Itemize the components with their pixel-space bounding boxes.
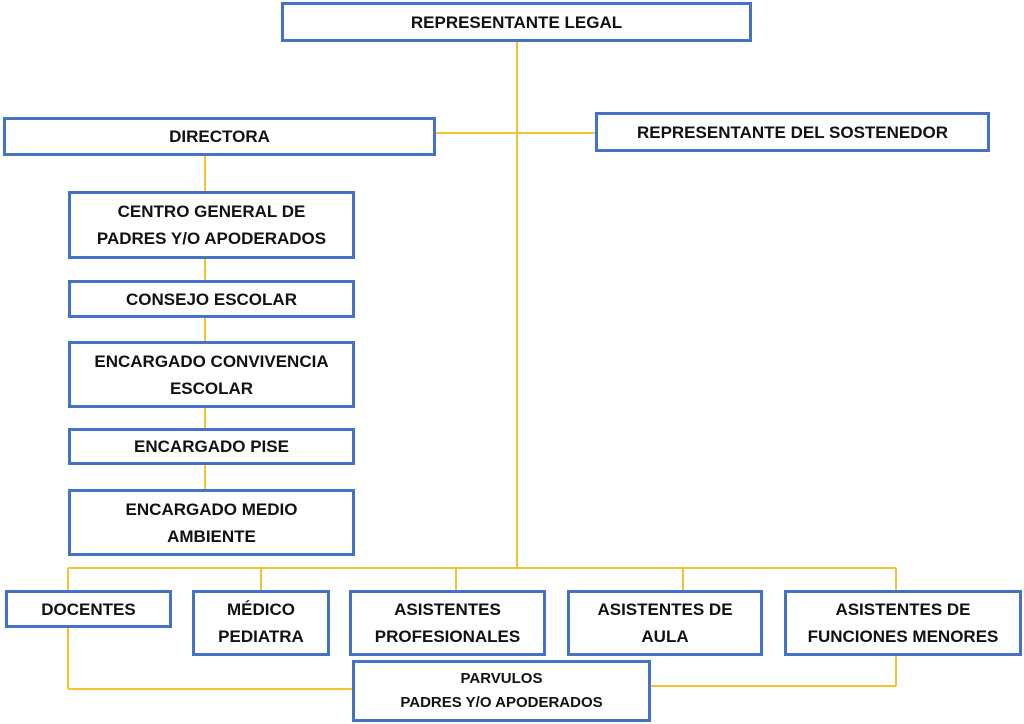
node-centro-padres: CENTRO GENERAL DE PADRES Y/O APODERADOS [68,191,355,259]
node-label: ENCARGADO MEDIO AMBIENTE [125,499,298,546]
node-label: PARVULOS PADRES Y/O APODERADOS [400,670,603,711]
node-asistentes-aula: ASISTENTES DE AULA [567,590,763,656]
node-representante-sostenedor: REPRESENTANTE DEL SOSTENEDOR [595,112,990,152]
node-consejo-escolar: CONSEJO ESCOLAR [68,280,355,318]
node-label: MÉDICO PEDIATRA [218,600,304,646]
node-asistentes-profesionales: ASISTENTES PROFESIONALES [349,590,546,656]
node-asistentes-funciones-menores: ASISTENTES DE FUNCIONES MENORES [784,590,1022,656]
node-directora: DIRECTORA [3,117,436,156]
node-label: CONSEJO ESCOLAR [126,289,297,309]
node-encargado-convivencia: ENCARGADO CONVIVENCIA ESCOLAR [68,341,355,408]
node-encargado-medio-ambiente: ENCARGADO MEDIO AMBIENTE [68,489,355,556]
node-parvulos: PARVULOS PADRES Y/O APODERADOS [352,660,651,722]
node-encargado-pise: ENCARGADO PISE [68,428,355,465]
node-label: DIRECTORA [169,127,270,146]
node-label: ENCARGADO PISE [134,437,289,456]
node-medico-pediatra: MÉDICO PEDIATRA [192,590,330,656]
node-representante-legal: REPRESENTANTE LEGAL [281,2,752,42]
node-label: ASISTENTES DE AULA [597,600,733,646]
node-label: CENTRO GENERAL DE PADRES Y/O APODERADOS [96,202,327,248]
node-label: REPRESENTANTE LEGAL [410,12,623,32]
node-docentes: DOCENTES [5,590,172,628]
node-label: REPRESENTANTE DEL SOSTENEDOR [636,122,949,142]
node-label: ASISTENTES DE FUNCIONES MENORES [807,600,999,646]
node-label: DOCENTES [41,599,136,619]
node-label: ASISTENTES PROFESIONALES [374,600,521,646]
node-label: ENCARGADO CONVIVENCIA ESCOLAR [94,351,329,398]
